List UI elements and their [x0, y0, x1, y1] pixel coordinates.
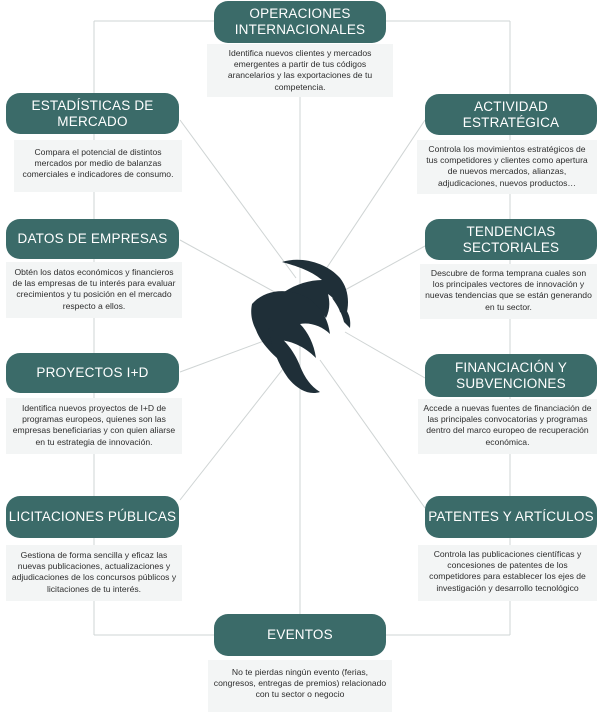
node-description: No te pierdas ningún evento (ferias, con…: [208, 660, 392, 712]
node-title: PROYECTOS I+D: [6, 353, 179, 393]
node-title: TENDENCIAS SECTORIALES: [425, 219, 597, 260]
node-title: DATOS DE EMPRESAS: [6, 219, 179, 259]
node-title: OPERACIONES INTERNACIONALES: [214, 1, 386, 43]
node-description: Controla los movimientos estratégicos de…: [417, 140, 597, 194]
node-title: ACTIVIDAD ESTRATÉGICA: [425, 94, 597, 135]
node-title: EVENTOS: [214, 614, 386, 656]
node-description: Controla las publicaciones científicas y…: [418, 545, 597, 601]
node-title: ESTADÍSTICAS DE MERCADO: [6, 93, 179, 134]
node-description: Accede a nuevas fuentes de financiación …: [418, 399, 597, 454]
node-description: Obtén los datos económicos y financieros…: [6, 262, 182, 318]
node-description: Identifica nuevos proyectos de I+D de pr…: [6, 398, 182, 454]
node-description: Descubre de forma temprana cuales son lo…: [420, 264, 597, 319]
node-description: Gestiona de forma sencilla y eficaz las …: [6, 545, 182, 601]
node-description: Identifica nuevos clientes y mercados em…: [207, 44, 393, 97]
node-title: FINANCIACIÓN Y SUBVENCIONES: [425, 354, 597, 397]
node-title: LICITACIONES PÚBLICAS: [6, 496, 179, 538]
node-title: PATENTES Y ARTÍCULOS: [425, 496, 597, 538]
bird-of-prey-logo-icon: [251, 259, 351, 394]
node-description: Compara el potencial de distintos mercad…: [14, 140, 182, 192]
